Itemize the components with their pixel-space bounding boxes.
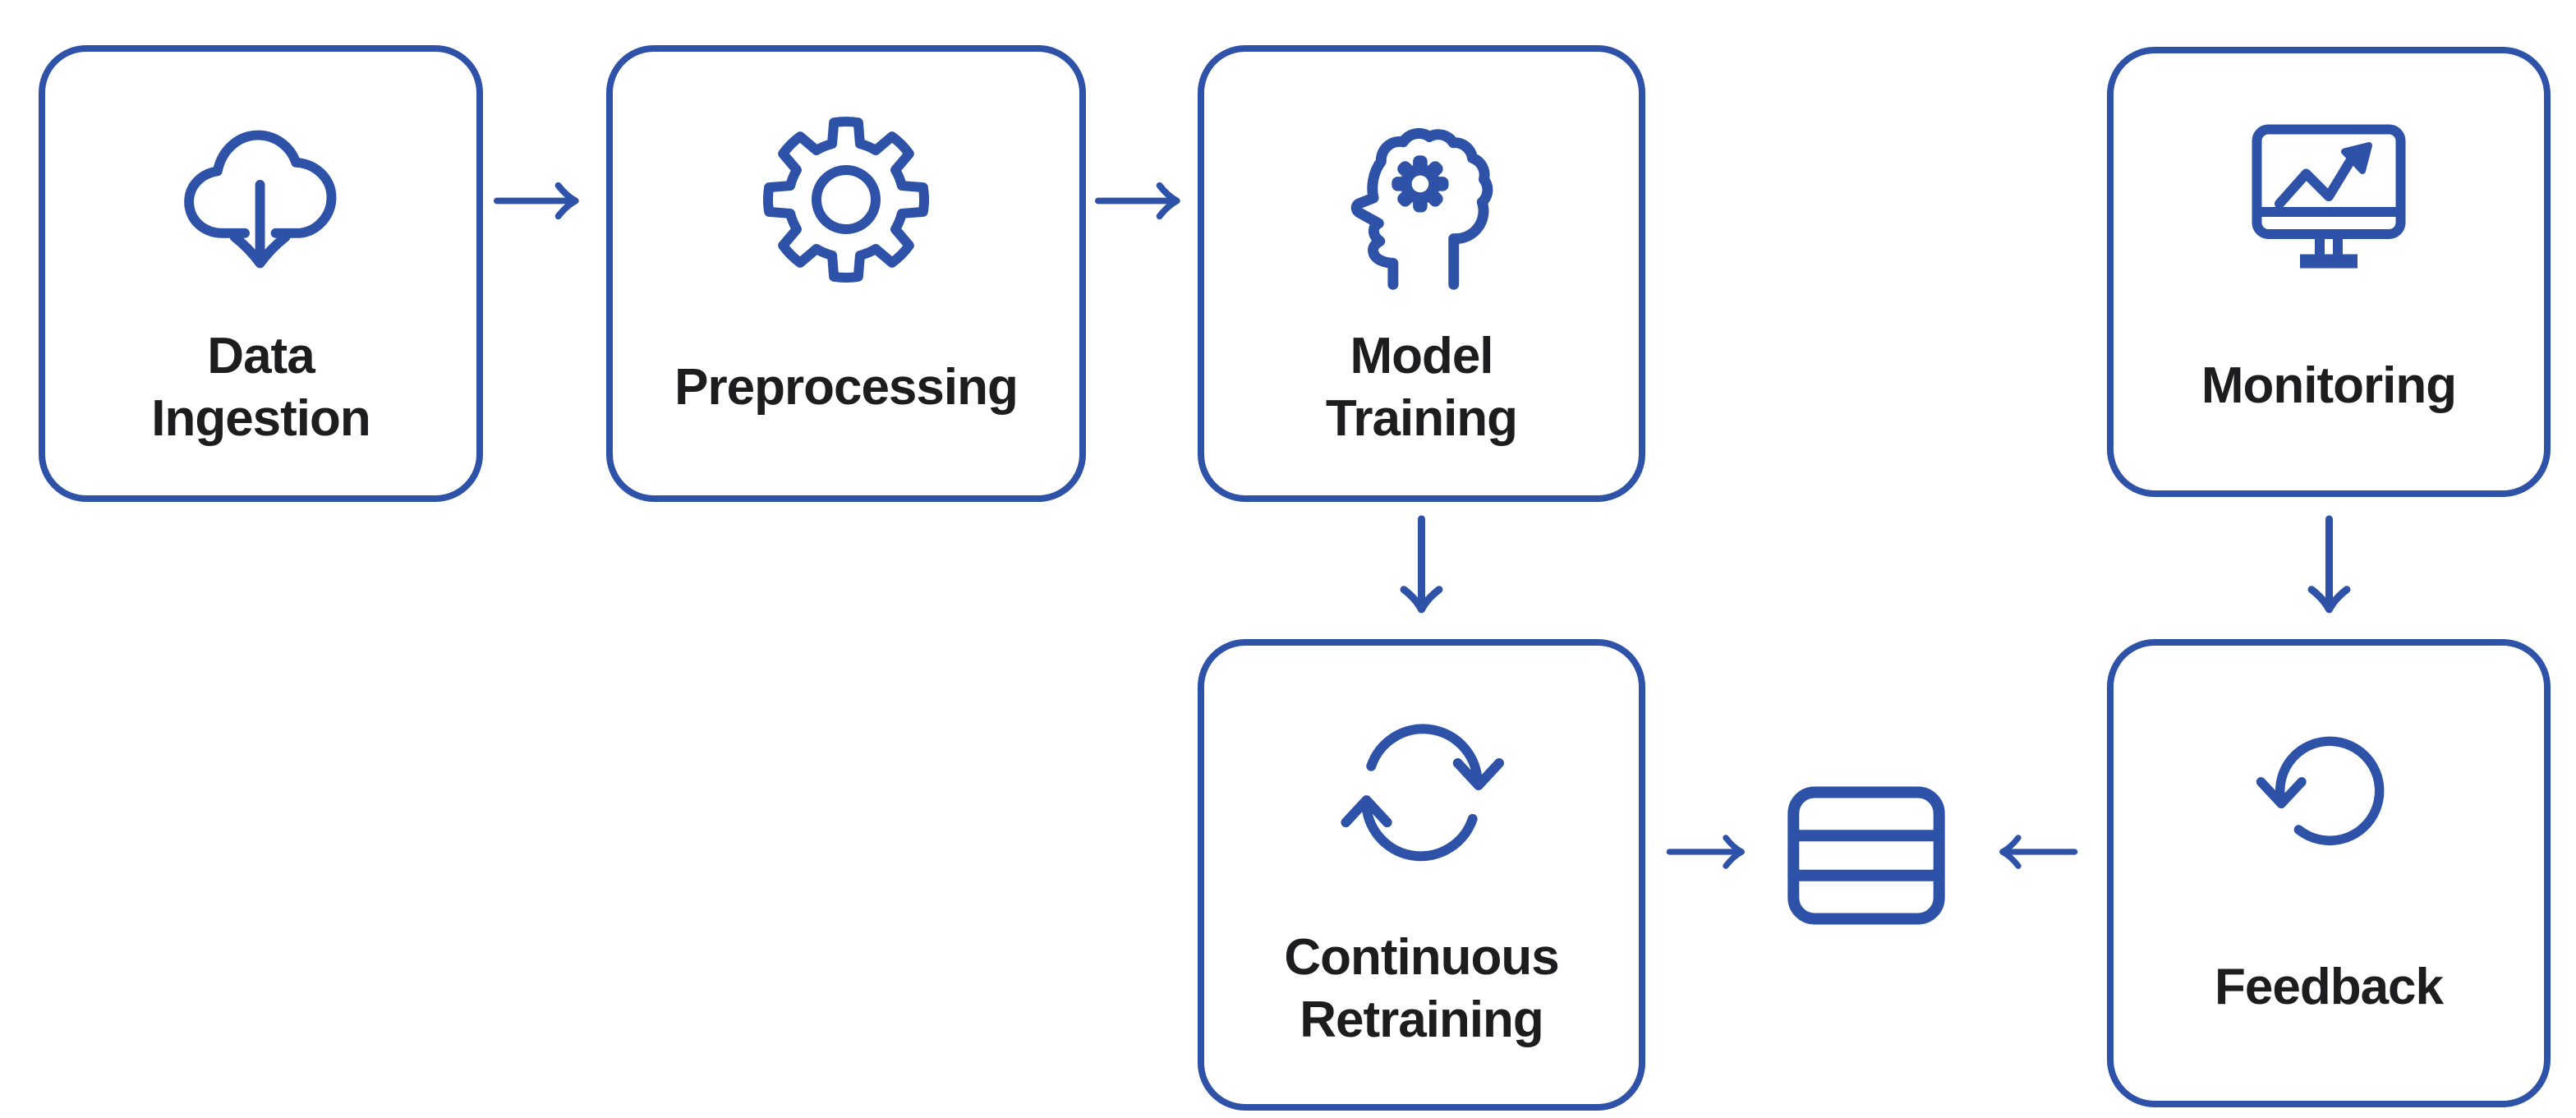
database-icon [1774,779,1958,932]
node-label: Monitoring [2201,357,2457,414]
cloud-download-icon [168,97,355,302]
head-gear-icon [1320,97,1524,302]
node-label: Preprocessing [674,358,1019,416]
flow-arrow-down-icon [2290,513,2368,628]
rotate-arrow-icon [2238,691,2419,896]
flow-arrow-right-icon [491,167,591,235]
flow-arrow-down-icon [1382,513,1460,628]
gear-icon [748,97,945,302]
node-label: Model Training [1325,327,1518,447]
sync-arrows-icon [1328,691,1516,896]
flow-arrow-right-icon [1664,821,1756,883]
node-continuous-retraining: Continuous Retraining [1198,639,1645,1111]
node-monitoring: Monitoring [2107,47,2551,497]
node-label: Feedback [2214,958,2444,1015]
node-preprocessing: Preprocessing [606,45,1086,502]
node-data-ingestion: Data Ingestion [39,45,483,502]
node-model-training: Model Training [1198,45,1645,502]
node-label: Data Ingestion [151,327,371,447]
node-feedback: Feedback [2107,639,2551,1107]
node-label: Continuous Retraining [1284,928,1559,1048]
flow-arrow-left-icon [1988,821,2080,883]
monitor-chart-icon [2230,99,2427,304]
flow-arrow-right-icon [1092,167,1193,235]
